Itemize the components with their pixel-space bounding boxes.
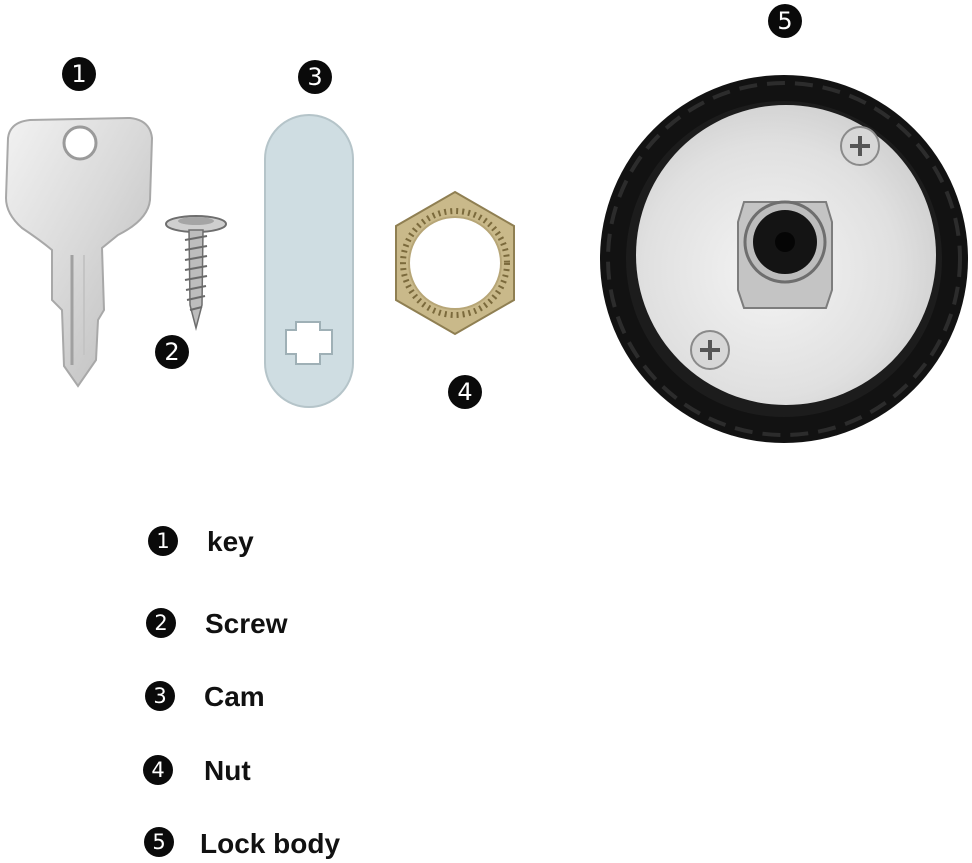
cam-icon [262, 112, 358, 412]
hex-nut-icon [390, 188, 520, 338]
screw-icon [162, 210, 232, 335]
part-number-badge-3: 3 [298, 60, 332, 94]
part-number-badge-1: 1 [62, 57, 96, 91]
legend-label-lock-body: Lock body [200, 828, 341, 859]
legend-badge-4: 4 [143, 755, 173, 785]
part-number-badge-4: 4 [448, 375, 482, 409]
legend-label-cam: Cam [204, 681, 265, 712]
legend-label-key: key [207, 526, 254, 557]
key-icon [0, 110, 160, 390]
legend-label-nut: Nut [204, 755, 251, 786]
legend-badge-5: 5 [144, 827, 174, 857]
part-number-badge-5: 5 [768, 4, 802, 38]
legend-badge-2: 2 [146, 608, 176, 638]
legend-badge-3: 3 [145, 681, 175, 711]
legend-badge-1: 1 [148, 526, 178, 556]
lock-body-icon [598, 72, 970, 446]
legend-label-screw: Screw [205, 608, 288, 639]
part-number-badge-2: 2 [155, 335, 189, 369]
